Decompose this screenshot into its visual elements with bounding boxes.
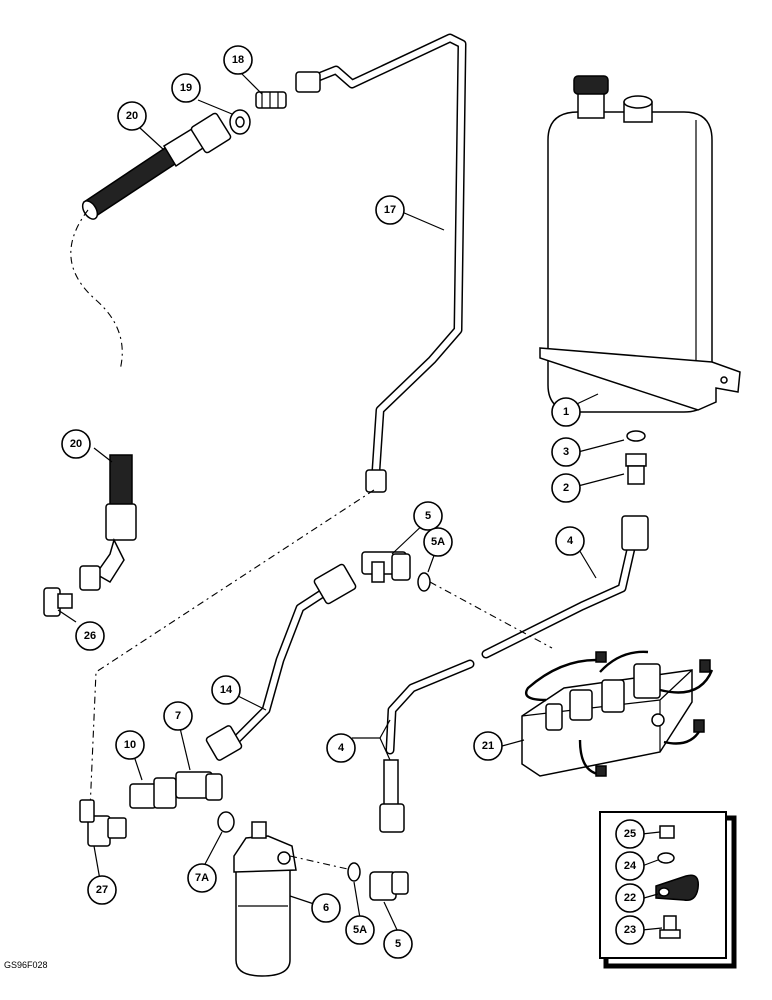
svg-text:2: 2: [563, 482, 569, 494]
svg-text:5A: 5A: [353, 924, 367, 936]
callout-7a: 7A: [187, 863, 217, 893]
elbow-fitting-5-lower: [369, 871, 409, 901]
callout-14: 14: [211, 675, 241, 705]
svg-text:7: 7: [175, 710, 181, 722]
svg-text:22: 22: [624, 892, 636, 904]
svg-text:5: 5: [395, 938, 401, 950]
callout-2: 2: [551, 473, 581, 503]
hose-20-upper: [81, 112, 232, 220]
o-ring-3: [626, 430, 646, 442]
svg-text:1: 1: [563, 406, 569, 418]
callout-17: 17: [375, 195, 405, 225]
svg-text:20: 20: [70, 438, 82, 450]
hose-4: [379, 515, 649, 833]
tee-fitting-5-upper: [361, 551, 411, 583]
fitting-10: [129, 777, 177, 809]
valve-block-21: [521, 650, 714, 777]
o-ring-5a-upper: [417, 572, 431, 592]
callout-18: 18: [223, 45, 253, 75]
callout-4-upper: 4: [555, 526, 585, 556]
fitting-18: [255, 91, 287, 109]
tee-fitting-7: [175, 771, 223, 801]
svg-text:4: 4: [567, 535, 574, 547]
tube-14: [205, 563, 357, 761]
clamp-22: [655, 874, 699, 901]
callout-1: 1: [551, 397, 581, 427]
callout-26: 26: [75, 621, 105, 651]
o-ring-7a: [217, 811, 235, 833]
nut-19: [229, 109, 251, 135]
elbow-fitting-27: [79, 799, 127, 847]
nut-25: [659, 825, 675, 839]
receiver-drier-6: [233, 821, 297, 977]
svg-text:7A: 7A: [195, 872, 209, 884]
callout-20-upper: 20: [117, 101, 147, 131]
receiver-tank: [539, 75, 741, 413]
svg-text:5: 5: [425, 510, 431, 522]
callout-22: 22: [615, 883, 645, 913]
o-ring-5a-lower: [347, 862, 361, 882]
callout-5a-lower: 5A: [345, 915, 375, 945]
callout-7: 7: [163, 701, 193, 731]
svg-text:5A: 5A: [431, 536, 445, 548]
callout-25: 25: [615, 819, 645, 849]
tee-fitting-26: [43, 587, 73, 617]
fitting-2: [625, 453, 647, 485]
callout-5a-upper: 5A: [423, 527, 453, 557]
svg-text:10: 10: [124, 739, 136, 751]
callout-4-lower: 4: [326, 733, 356, 763]
svg-text:19: 19: [180, 82, 192, 94]
callout-21: 21: [473, 731, 503, 761]
bolt-23: [659, 915, 681, 939]
callout-10: 10: [115, 730, 145, 760]
tube-17: [295, 33, 467, 493]
svg-text:25: 25: [624, 828, 636, 840]
svg-text:6: 6: [323, 902, 329, 914]
svg-text:3: 3: [563, 446, 569, 458]
callout-20-lower: 20: [61, 429, 91, 459]
svg-text:4: 4: [338, 742, 345, 754]
svg-text:17: 17: [384, 204, 396, 216]
svg-text:14: 14: [220, 684, 233, 696]
svg-text:23: 23: [624, 924, 636, 936]
svg-text:24: 24: [624, 860, 637, 872]
callout-5-lower: 5: [383, 929, 413, 959]
svg-text:26: 26: [84, 630, 96, 642]
callout-27: 27: [87, 875, 117, 905]
callout-6: 6: [311, 893, 341, 923]
callout-24: 24: [615, 851, 645, 881]
svg-text:18: 18: [232, 54, 244, 66]
svg-text:21: 21: [482, 740, 494, 752]
hose-20-lower: [79, 454, 137, 591]
drawing-code: GS96F028: [4, 960, 48, 970]
washer-24: [657, 852, 675, 864]
svg-text:27: 27: [96, 884, 108, 896]
callout-3: 3: [551, 437, 581, 467]
callout-23: 23: [615, 915, 645, 945]
svg-text:20: 20: [126, 110, 138, 122]
callout-5-upper: 5: [413, 501, 443, 531]
callout-19: 19: [171, 73, 201, 103]
